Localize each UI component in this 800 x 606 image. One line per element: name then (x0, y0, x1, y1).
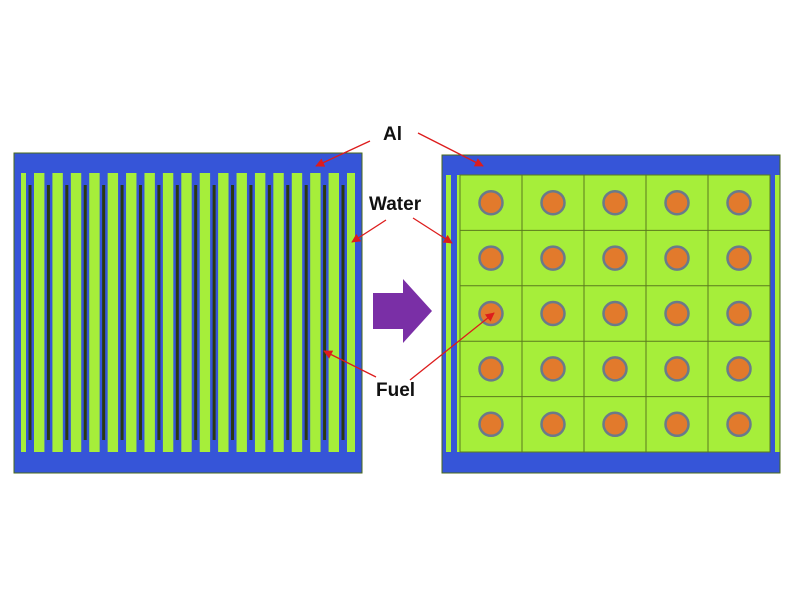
transition-arrow (373, 279, 432, 343)
fuel-pin (478, 411, 504, 438)
fuel-pin (540, 300, 566, 327)
al-arrow-left (315, 140, 371, 167)
fuel-pins (478, 189, 752, 438)
fuel-plate-meat (304, 185, 308, 440)
fuel-pin (664, 356, 690, 382)
pin-assembly-al-top-bar (442, 155, 780, 175)
fuel-pin (478, 356, 504, 382)
label-fuel: Fuel (376, 380, 416, 401)
annotation-arrows (315, 132, 495, 381)
fuel-plate-meat (194, 185, 198, 440)
label-water: Water (369, 194, 422, 215)
pin-assembly-outline (441, 154, 781, 474)
fuel-plates (26, 173, 347, 452)
fuel-pin (602, 189, 628, 216)
fuel-pin (540, 189, 566, 216)
fuel-pin (664, 245, 690, 271)
fuel-plate-meat (286, 185, 290, 440)
plate-assembly-al-top-bar (14, 153, 362, 173)
fuel-plate-meat (83, 185, 87, 440)
fuel-arrow-left (323, 350, 377, 378)
fuel-arrow-right (409, 312, 495, 381)
plate-assembly-outline (13, 152, 363, 474)
fuel-pin (540, 411, 566, 438)
fuel-plate-meat (28, 185, 32, 440)
pin-assembly-water-gap-left (446, 175, 451, 452)
fuel-plate-meat (46, 185, 50, 440)
fuel-plate-meat (138, 185, 142, 440)
fuel-plate-meat (341, 185, 345, 440)
fuel-pin (540, 245, 566, 271)
fuel-pin (726, 356, 752, 382)
water-arrow-right (412, 217, 453, 244)
plate-assembly-al-side-right (355, 173, 362, 452)
fuel-plate-meat (231, 185, 235, 440)
fuel-plate-meat (175, 185, 179, 440)
fuel-plate-meat (157, 185, 161, 440)
fuel-plate-meat (65, 185, 69, 440)
fuel-pin (602, 411, 628, 438)
fuel-pin (726, 189, 752, 216)
label-al: Al (383, 124, 402, 145)
fuel-pin (540, 356, 566, 382)
pin-cell-grid (459, 174, 771, 453)
fuel-pin (602, 300, 628, 327)
cell-grid-border (459, 174, 771, 453)
fuel-pin (478, 189, 504, 216)
fuel-pin (602, 245, 628, 271)
plate-assembly-al-bottom-bar (14, 452, 362, 473)
fuel-plate-meat (102, 185, 106, 440)
pin-assembly-al-bottom-bar (442, 452, 780, 473)
fuel-pin (664, 189, 690, 216)
water-arrow-left (351, 219, 387, 243)
fuel-pin (726, 245, 752, 271)
fuel-plate-meat (323, 185, 327, 440)
fuel-plate-meat (267, 185, 271, 440)
al-arrow-right (417, 132, 484, 167)
fuel-pin (726, 300, 752, 327)
fuel-pin (478, 245, 504, 271)
plate-fuel-assembly (13, 152, 363, 474)
fuel-pin (664, 300, 690, 327)
pin-fuel-assembly (441, 154, 781, 474)
purple-arrow (373, 279, 432, 343)
fuel-plate-meat (120, 185, 124, 440)
fuel-pin (664, 411, 690, 438)
fuel-plate-meat (212, 185, 216, 440)
fuel-plate-meat (249, 185, 253, 440)
fuel-pin (726, 411, 752, 438)
fuel-pin (602, 356, 628, 382)
pin-assembly-water-gap-right (775, 175, 780, 452)
plate-assembly-al-side-left (14, 173, 21, 452)
